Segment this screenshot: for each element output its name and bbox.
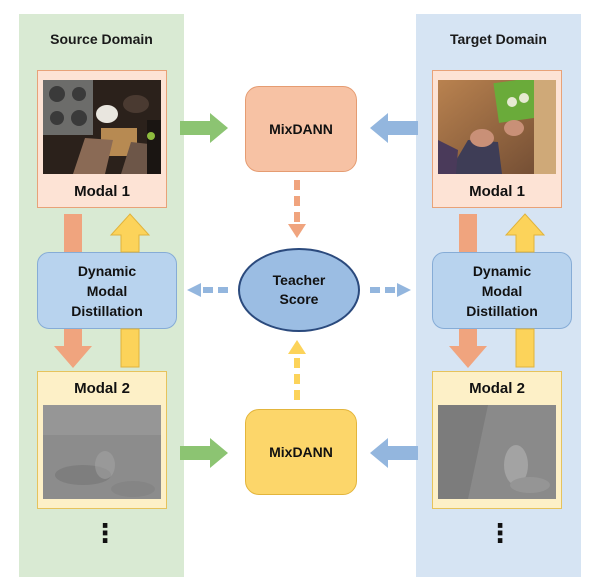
green-arrow-top	[180, 113, 228, 143]
dashed-blue-arrow-right	[370, 283, 411, 297]
source-more-ellipsis: ⋮	[92, 518, 118, 548]
source-dynamic-modal-distillation: Dynamic Modal Distillation	[37, 252, 177, 329]
target-domain-title: Target Domain	[450, 31, 547, 47]
teacher-score-node: Teacher Score	[238, 248, 360, 332]
source-dmd-line1: Dynamic	[77, 262, 137, 279]
teacher-score-line1: Teacher	[272, 272, 326, 288]
target-dmd-line3: Distillation	[466, 302, 538, 319]
source-depth-image	[43, 405, 161, 499]
source-domain-title: Source Domain	[50, 31, 153, 47]
source-kitchen-image	[43, 80, 161, 174]
source-modal1-card: Modal 1	[37, 70, 167, 208]
source-modal2-card: Modal 2	[37, 371, 167, 509]
target-modal2-label: Modal 2	[469, 380, 525, 397]
target-depth-image	[438, 405, 556, 499]
source-dmd-line3: Distillation	[71, 302, 143, 319]
source-modal1-label: Modal 1	[74, 183, 130, 200]
target-kitchen-image	[438, 80, 556, 174]
mixdann-bottom-box: MixDANN	[245, 409, 357, 495]
target-modal2-card: Modal 2	[432, 371, 562, 509]
blue-arrow-bottom	[370, 438, 418, 468]
target-modal1-card: Modal 1	[432, 70, 562, 208]
dashed-yellow-arrow	[288, 340, 306, 400]
teacher-score-line2: Score	[279, 291, 319, 307]
target-dmd-line1: Dynamic	[472, 262, 532, 279]
target-more-ellipsis: ⋮	[487, 518, 513, 548]
target-dmd-line2: Modal	[481, 282, 523, 299]
source-modal2-label: Modal 2	[74, 380, 130, 397]
blue-arrow-top	[370, 113, 418, 143]
dashed-blue-arrow-left	[187, 283, 228, 297]
mixdann-top-box: MixDANN	[245, 86, 357, 172]
dashed-orange-arrow	[288, 180, 306, 238]
target-modal1-label: Modal 1	[469, 183, 525, 200]
source-dmd-line2: Modal	[86, 282, 128, 299]
green-arrow-bottom	[180, 438, 228, 468]
target-dynamic-modal-distillation: Dynamic Modal Distillation	[432, 252, 572, 329]
